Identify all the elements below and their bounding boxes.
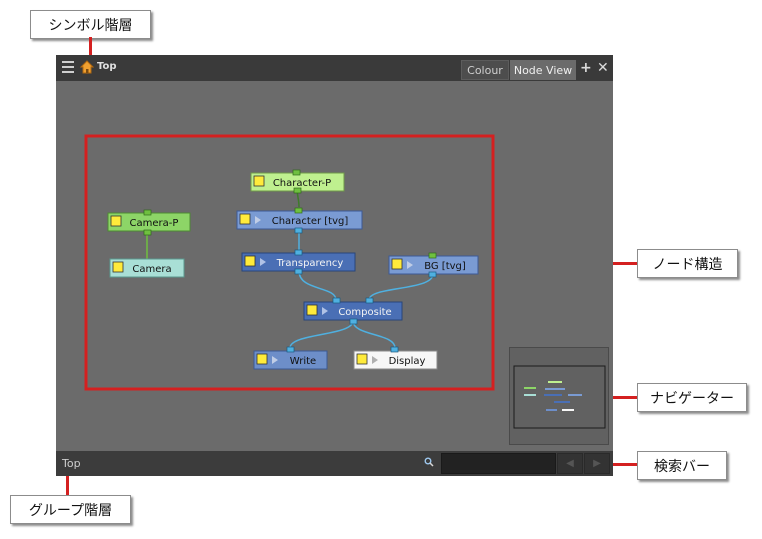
navigator-viewport[interactable] (513, 365, 606, 429)
group-hierarchy-path[interactable]: Top (62, 457, 81, 470)
node-label: Composite (338, 307, 391, 318)
node-label: Character [tvg] (272, 216, 349, 227)
node-character-tvg[interactable]: Character [tvg] (236, 207, 363, 234)
leader-line-symbol (89, 37, 92, 56)
navigator[interactable] (509, 347, 609, 445)
search-previous-button[interactable]: ◀ (557, 453, 583, 474)
tab-node-view[interactable]: Node View (510, 60, 576, 80)
menu-icon[interactable] (62, 61, 74, 75)
callout-symbol-hierarchy: シンボル階層 (30, 10, 151, 39)
wire-composite-to-write (289, 320, 354, 349)
tab-colour[interactable]: Colour (461, 60, 509, 80)
node-bg-tvg[interactable]: BG [tvg] (388, 252, 479, 278)
close-icon[interactable]: ✕ (597, 60, 609, 76)
search-icon (424, 457, 434, 467)
node-camera-p[interactable]: Camera-P (107, 209, 191, 236)
node-label: Character-P (273, 178, 331, 189)
node-label: Display (389, 356, 426, 367)
panel-titlebar: Top Colour Node View + ✕ (56, 55, 613, 81)
wire-bg-to-composite (368, 273, 434, 301)
node-graph: Character-P Camera-P Character [tvg] (84, 134, 495, 391)
node-label: Transparency (276, 258, 344, 269)
node-composite[interactable]: Composite (303, 297, 403, 325)
leader-line-navigator (599, 396, 637, 399)
home-icon[interactable] (80, 60, 94, 74)
callout-group-hierarchy: グループ階層 (10, 495, 131, 524)
leader-line-group (66, 476, 69, 495)
leader-line-search (608, 463, 637, 466)
node-label: Camera (132, 264, 171, 275)
node-label: Write (290, 356, 316, 367)
status-bar: Top ◀ ▶ (56, 451, 613, 476)
wire-composite-to-display (352, 320, 396, 349)
add-view-icon[interactable]: + (580, 60, 592, 76)
breadcrumb-top[interactable]: Top (97, 61, 117, 72)
node-label: Camera-P (130, 218, 179, 229)
node-write[interactable]: Write (253, 346, 328, 370)
callout-node-structure: ノード構造 (637, 249, 738, 278)
node-camera[interactable]: Camera (109, 258, 185, 278)
node-display[interactable]: Display (353, 346, 438, 370)
wire-transparency-to-composite (298, 270, 337, 301)
node-transparency[interactable]: Transparency (241, 249, 356, 275)
search-next-button[interactable]: ▶ (584, 453, 610, 474)
node-canvas[interactable]: Character-P Camera-P Character [tvg] (56, 81, 613, 451)
callout-search-bar: 検索バー (637, 451, 727, 480)
node-structure-highlight (84, 134, 495, 391)
node-label: BG [tvg] (424, 261, 466, 272)
callout-navigator: ナビゲーター (637, 383, 747, 412)
navigator-thumbnail (513, 365, 606, 429)
search-input[interactable] (441, 453, 556, 474)
node-character-p[interactable]: Character-P (250, 169, 345, 194)
node-view-panel: Top Colour Node View + ✕ (56, 55, 613, 476)
